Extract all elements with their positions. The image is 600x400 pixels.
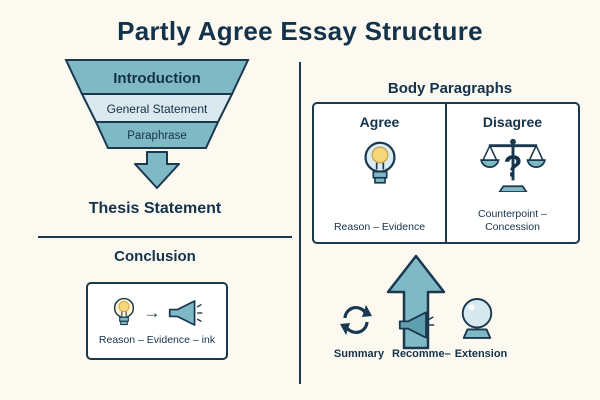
summary-label: Summary: [333, 348, 385, 360]
lightbulb-icon: [363, 141, 396, 184]
funnel-label-introduction: Introduction: [113, 70, 200, 87]
down-arrow-icon: [134, 151, 180, 189]
conclusion-heading: Conclusion: [114, 248, 196, 265]
funnel-layer-3: [94, 121, 220, 149]
funnel-label-paraphrase: Paraphrase: [127, 130, 186, 142]
disagree-title: Disagree: [482, 114, 543, 130]
megaphone-icon: [168, 300, 202, 326]
extension-label: Extension: [454, 348, 508, 360]
conclusion-icons-row: →: [111, 295, 204, 331]
right-arrow-icon: →: [143, 302, 161, 322]
scale-question-icon: ?: [479, 138, 546, 192]
up-arrow-icon: [386, 254, 446, 350]
horizontal-divider: [38, 236, 292, 238]
recycle-icon: [340, 305, 372, 335]
crystal-ball-icon: [461, 298, 493, 339]
body-paragraphs-box: Agree Reason – Evidence Disagree: [312, 102, 580, 244]
lightbulb-icon: [113, 297, 134, 326]
vertical-divider: [299, 62, 301, 384]
body-paragraphs-heading: Body Paragraphs: [387, 80, 513, 97]
megaphone-icon: [398, 311, 435, 339]
thesis-statement-label: Thesis Statement: [88, 200, 222, 217]
conclusion-box: → Reason – Evidence – ink: [86, 282, 228, 360]
agree-title: Agree: [359, 114, 400, 130]
agree-caption: Reason – Evidence: [333, 220, 426, 233]
agree-column: Agree Reason – Evidence: [314, 104, 447, 242]
disagree-caption: Counterpoint – Concession: [478, 207, 547, 233]
conclusion-caption: Reason – Evidence – ink: [98, 333, 216, 346]
introduction-funnel: Introduction General Statement Paraphras…: [64, 59, 250, 189]
page-title: Partly Agree Essay Structure: [117, 16, 483, 46]
recommendation-label: Recomme–: [392, 348, 451, 360]
funnel-label-general-statement: General Statement: [107, 102, 208, 116]
disagree-column: Disagree ? Counterpoint – Concession: [447, 104, 578, 242]
question-mark-glyph: ?: [503, 149, 522, 184]
